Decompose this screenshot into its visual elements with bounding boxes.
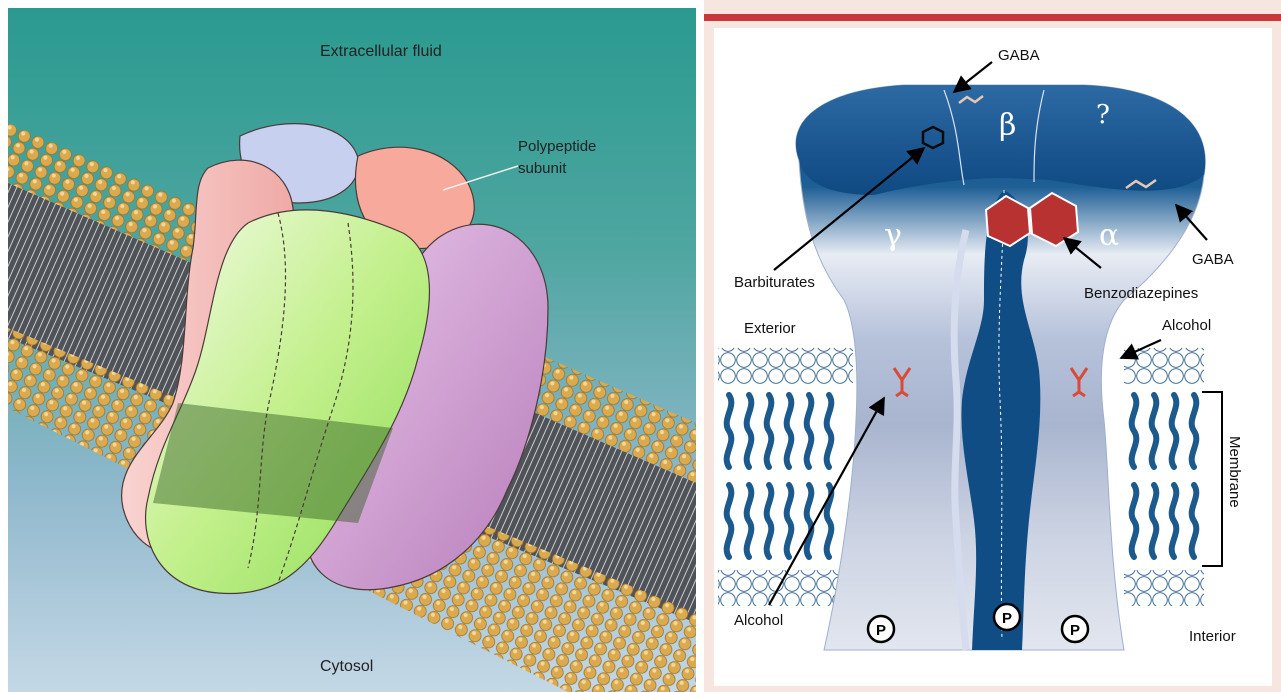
polypeptide-label-line2: subunit xyxy=(518,160,567,177)
cytosol-label: Cytosol xyxy=(320,658,373,675)
benzodiazepines-label: Benzodiazepines xyxy=(1084,285,1198,302)
svg-text:P: P xyxy=(1070,622,1080,639)
gaba-top-label: GABA xyxy=(998,47,1040,64)
extracellular-label: Extracellular fluid xyxy=(320,43,442,60)
phosphate-left: P xyxy=(868,616,894,642)
beta-label: β xyxy=(999,108,1016,143)
question-left: ? xyxy=(789,100,803,130)
alcohol-upper-label: Alcohol xyxy=(1162,317,1211,334)
question-right: ? xyxy=(1096,100,1110,130)
svg-text:P: P xyxy=(876,622,886,639)
gamma-label: γ xyxy=(884,218,902,253)
barbiturates-label: Barbiturates xyxy=(734,274,815,291)
phosphate-right: P xyxy=(1062,616,1088,642)
membrane-label: Membrane xyxy=(1226,436,1243,508)
exterior-label: Exterior xyxy=(744,320,796,337)
right-diagram-svg: ? β ? γ α P P P GABA GABA Barbiturates B… xyxy=(704,0,1281,692)
polypeptide-label-line1: Polypeptide xyxy=(518,138,596,155)
phosphate-center: P xyxy=(994,604,1020,630)
alcohol-lower-label: Alcohol xyxy=(734,612,783,629)
svg-text:P: P xyxy=(1002,610,1012,627)
alpha-label: α xyxy=(1099,218,1119,253)
gaba-receptor-diagram: ? β ? γ α P P P GABA GABA Barbiturates B… xyxy=(704,0,1281,692)
interior-label: Interior xyxy=(1189,628,1236,645)
receptor-membrane-illustration: Extracellular fluid Polypeptide subunit … xyxy=(8,8,696,692)
gaba-right-label: GABA xyxy=(1192,251,1234,268)
top-red-bar xyxy=(704,14,1281,21)
left-diagram-svg: Extracellular fluid Polypeptide subunit … xyxy=(8,8,696,692)
